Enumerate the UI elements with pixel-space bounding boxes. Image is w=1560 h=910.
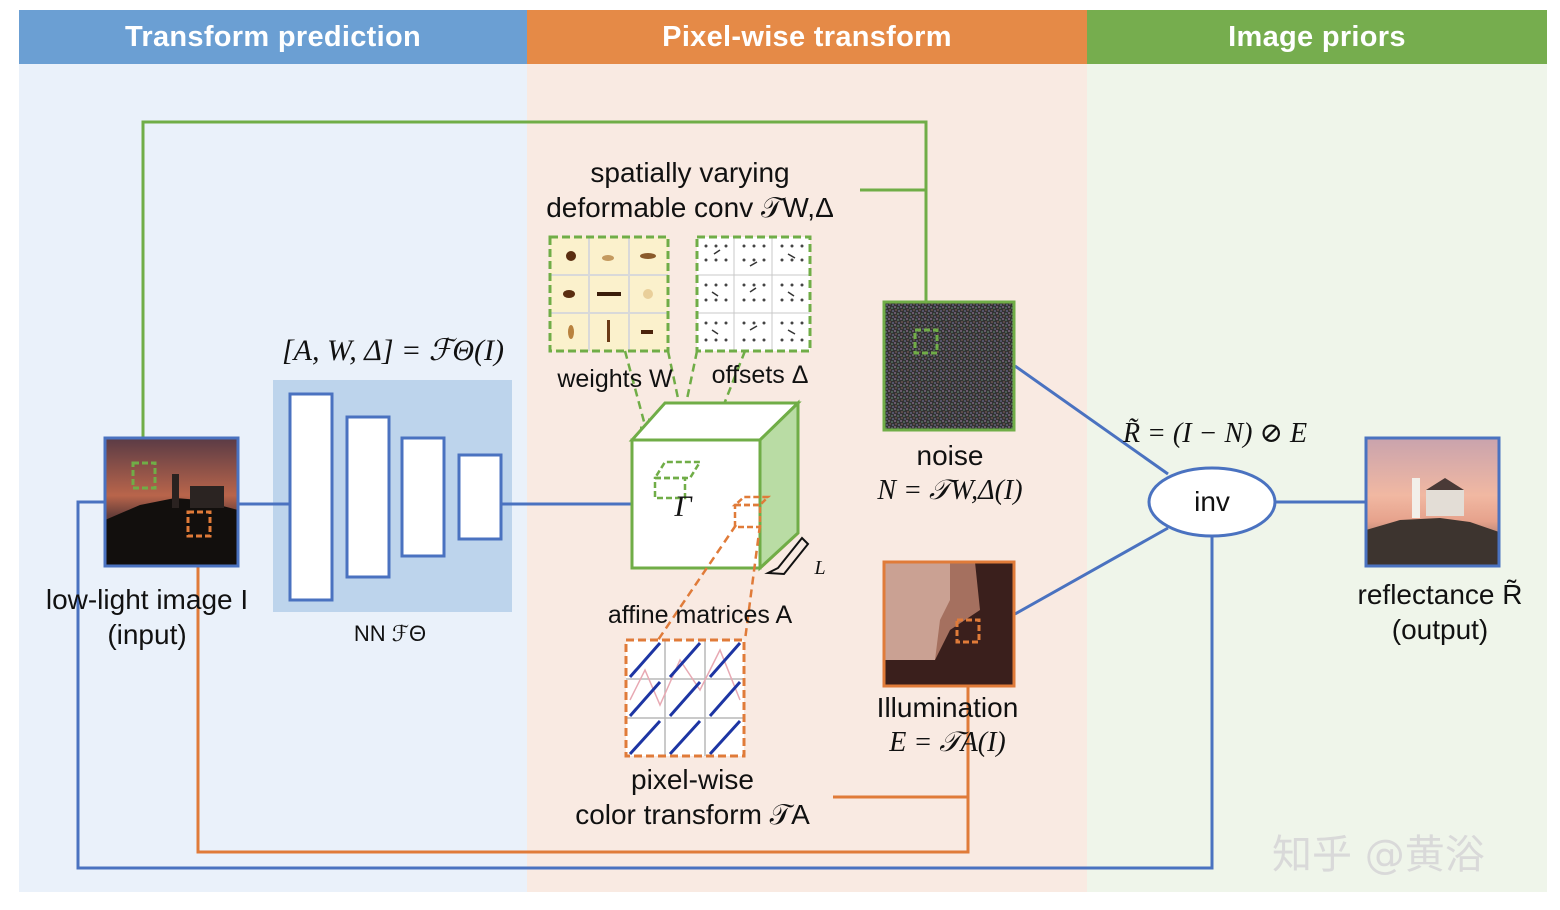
illum-label-line2: E = 𝒯A(I)	[889, 727, 1006, 758]
conv-label-line2: deformable conv 𝒯W,Δ	[546, 192, 834, 223]
blue-connector-noise-inv	[1014, 364, 1169, 476]
header-image-priors-text: Image priors	[1228, 20, 1406, 53]
gamma-label: Γ	[674, 490, 692, 523]
offsets-grid	[695, 235, 812, 353]
nn-layer-1	[288, 392, 334, 602]
nn-layer-4	[457, 453, 503, 541]
affine-projection	[656, 524, 762, 641]
green-connector-top	[141, 120, 928, 462]
input-label-line1: low-light image I	[45, 584, 249, 615]
section-bg-pixel-wise-transform	[527, 64, 1087, 892]
noise-label-line1: noise	[916, 440, 984, 471]
color-transform-label: pixel-wise color transform 𝒯A	[550, 762, 835, 832]
nn-equation: [A, W, Δ] = ℱΘ(I)	[282, 334, 504, 367]
header-transform-prediction: Transform prediction	[19, 10, 527, 64]
color-label-line1: pixel-wise	[631, 764, 754, 795]
transform-stack	[628, 399, 810, 576]
weights-grid	[548, 235, 670, 353]
nn-label: NN ℱΘ	[353, 621, 427, 646]
orange-connector-bottom	[196, 534, 970, 854]
header-pixel-wise-transform-text: Pixel-wise transform	[662, 20, 952, 53]
illum-label-line1: Illumination	[876, 692, 1019, 723]
output-image	[1364, 436, 1501, 568]
input-label: low-light image I (input)	[22, 582, 272, 652]
noise-label-line2: N = 𝒯W,Δ(I)	[877, 475, 1023, 506]
noise-image	[882, 300, 1016, 432]
L-label: L	[814, 557, 826, 579]
nn-layer-3	[400, 436, 446, 558]
color-transform-grid	[624, 638, 746, 758]
color-label-line2: color transform 𝒯A	[575, 799, 810, 830]
output-label: reflectance R̃ (output)	[1340, 577, 1540, 647]
noise-label: noise N = 𝒯W,Δ(I)	[860, 438, 1040, 508]
blue-connector-bottom	[76, 500, 1214, 870]
input-label-line2: (input)	[107, 619, 187, 650]
inv-node	[1147, 466, 1277, 538]
output-label-line2: (output)	[1391, 614, 1489, 645]
header-pixel-wise-transform: Pixel-wise transform	[527, 10, 1087, 64]
header-image-priors: Image priors	[1087, 10, 1547, 64]
conv-label-line1: spatially varying	[590, 157, 790, 188]
nn-layer-2	[345, 415, 391, 579]
output-label-line1: reflectance R̃	[1357, 579, 1523, 610]
illumination-label: Illumination E = 𝒯A(I)	[855, 690, 1040, 760]
header-transform-prediction-text: Transform prediction	[124, 20, 422, 53]
watermark: 知乎 @黄浴	[1272, 832, 1485, 878]
illumination-image	[882, 560, 1016, 688]
reflectance-equation: R̃ = (I − N) ⊘ E	[1122, 418, 1308, 449]
blue-connector-illum-inv	[1014, 526, 1169, 616]
inv-label: inv	[1194, 486, 1230, 517]
offsets-label: offsets Δ	[711, 361, 809, 389]
weights-label: weights W	[557, 365, 673, 393]
input-image	[103, 436, 240, 568]
affine-label: affine matrices A	[607, 601, 793, 629]
conv-label: spatially varying deformable conv 𝒯W,Δ	[520, 155, 860, 225]
